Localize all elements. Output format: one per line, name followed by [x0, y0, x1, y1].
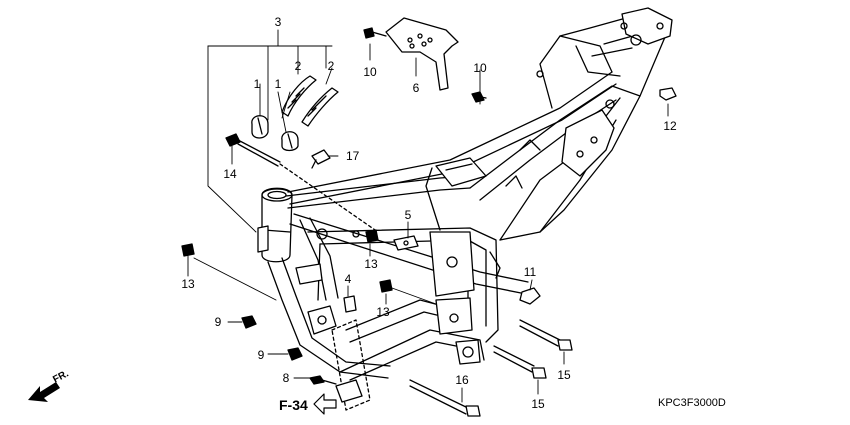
leader-lines	[187, 29, 669, 403]
front-arrow-icon	[28, 382, 60, 402]
callout-14: 14	[223, 167, 237, 181]
collar-4	[343, 295, 357, 313]
callout-13a: 13	[181, 277, 195, 291]
callout-2b: 2	[328, 59, 335, 73]
bracket-5	[393, 235, 419, 251]
callout-1b: 1	[275, 77, 282, 91]
collar-13a	[181, 243, 195, 257]
callout-10b: 10	[473, 61, 487, 75]
collar-13c	[379, 279, 393, 293]
callout-15b: 15	[531, 397, 545, 411]
rubber-2b	[301, 87, 339, 127]
nut-12	[659, 87, 677, 101]
bracket-6	[385, 17, 459, 91]
nut-9a	[241, 315, 257, 329]
bolt-10a	[363, 27, 387, 39]
callout-15a: 15	[557, 368, 571, 382]
callout-13b: 13	[364, 257, 378, 271]
callout-16: 16	[455, 373, 469, 387]
bolt-15b	[493, 345, 547, 379]
callout-8: 8	[283, 371, 290, 385]
callout-9a: 9	[215, 315, 222, 329]
callout-6: 6	[413, 81, 420, 95]
parts	[181, 17, 677, 417]
callout-4: 4	[345, 272, 352, 286]
bolt-15a	[519, 319, 573, 351]
reference-f34: F-34	[279, 393, 337, 415]
callout-5: 5	[405, 208, 412, 222]
bolt-8	[309, 375, 337, 385]
callout-17: 17	[346, 149, 360, 163]
bolt-16	[409, 379, 481, 417]
clip-11	[519, 287, 541, 305]
callout-labels: 3 1 1 2 2 10 6 10 12 17 14 5 13 13 4 13 …	[181, 15, 677, 411]
front-label: FR.	[51, 368, 71, 385]
callout-1a: 1	[254, 77, 261, 91]
reference-label: F-34	[279, 397, 308, 413]
diagram-code: KPC3F3000D	[658, 397, 726, 409]
bolt-10b	[471, 91, 487, 103]
callout-10a: 10	[363, 65, 377, 79]
nut-9b	[287, 347, 303, 361]
collar-13b	[365, 229, 379, 243]
callout-12: 12	[663, 119, 677, 133]
frame-body	[257, 7, 673, 381]
callout-9b: 9	[258, 348, 265, 362]
front-arrow: FR.	[28, 368, 71, 402]
bolt-14	[225, 133, 281, 167]
reference-arrow-icon	[313, 393, 337, 415]
callout-2a: 2	[295, 59, 302, 73]
callout-3: 3	[275, 15, 282, 29]
callout-13c: 13	[376, 305, 390, 319]
callout-11: 11	[524, 265, 537, 279]
